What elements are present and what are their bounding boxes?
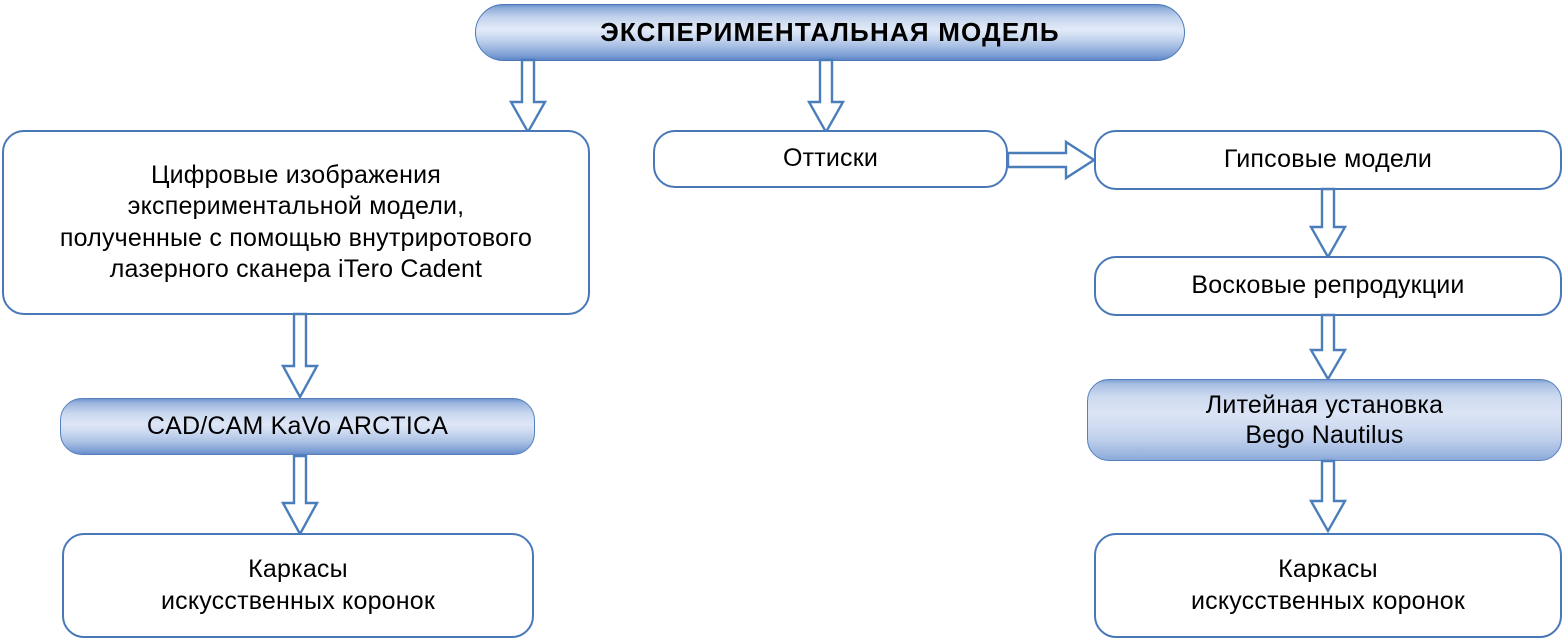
node-frameworks-left[interactable]: Каркасы искусственных коронок bbox=[62, 533, 534, 638]
arrow-impressions-to-plaster-models bbox=[1006, 138, 1097, 182]
node-cad-cam[interactable]: CAD/CAM KaVo ARCTICA bbox=[60, 398, 535, 455]
node-plaster-models[interactable]: Гипсовые модели bbox=[1094, 130, 1562, 190]
node-wax-reproductions[interactable]: Восковые репродукции bbox=[1094, 256, 1562, 316]
node-impressions[interactable]: Оттиски bbox=[653, 130, 1008, 188]
arrow-wax-reproductions-to-casting-unit bbox=[1305, 313, 1351, 382]
arrow-title-to-impressions bbox=[803, 58, 849, 135]
node-experimental-model[interactable]: ЭКСПЕРИМЕНТАЛЬНАЯ МОДЕЛЬ bbox=[475, 4, 1185, 61]
arrow-casting-unit-to-frameworks-right bbox=[1305, 459, 1351, 534]
node-frameworks-right[interactable]: Каркасы искусственных коронок bbox=[1094, 533, 1562, 638]
arrow-plaster-models-to-wax-reproductions bbox=[1305, 187, 1351, 260]
node-digital-images[interactable]: Цифровые изображения экспериментальной м… bbox=[2, 130, 590, 315]
arrow-cad-cam-to-frameworks-left bbox=[277, 454, 323, 537]
arrow-title-to-digital-images bbox=[505, 58, 551, 135]
node-casting-unit[interactable]: Литейная установка Bego Nautilus bbox=[1087, 379, 1562, 461]
arrow-digital-images-to-cad-cam bbox=[277, 312, 323, 400]
